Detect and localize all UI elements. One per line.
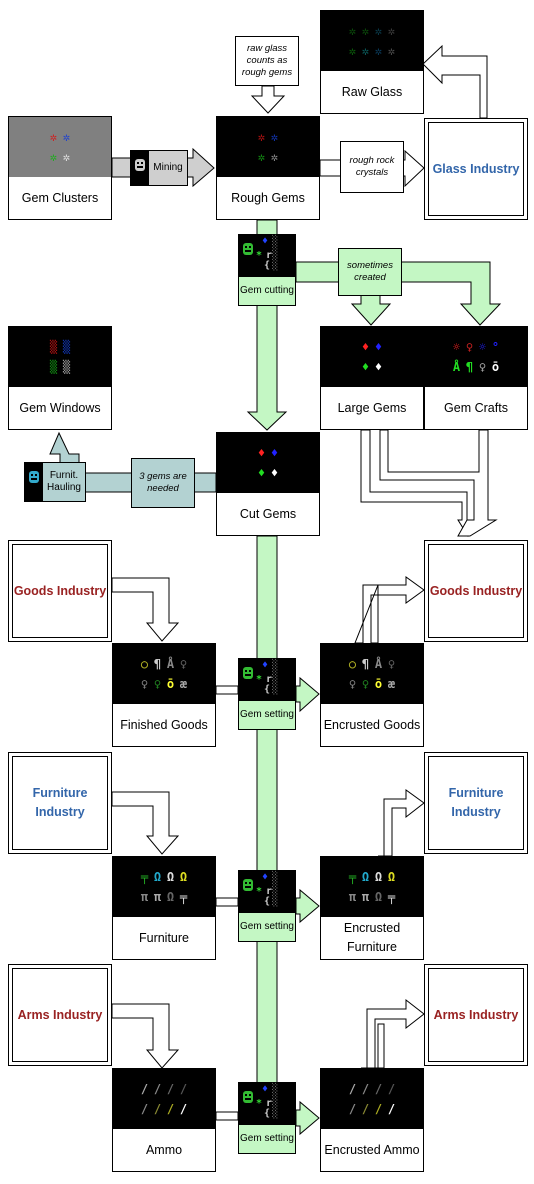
encrusted-ammo-label: Encrusted Ammo [324,1142,420,1157]
arrow-goods-to-finished [111,577,180,642]
trunk-cut-to-ammo [256,535,278,1097]
line-ammo-to-setting [215,1111,239,1121]
industry-arms-target-label: Arms Industry [428,968,524,1062]
industry-furniture-target-label: Furniture Industry [428,756,524,850]
job-gem-setting-goods: Gem setting [238,700,296,730]
note-three-gems: 3 gems are needed [131,458,195,508]
job-gem-setting-ammo: Gem setting [238,1124,296,1154]
job-furnit-hauling: Furnit. Hauling [42,462,86,502]
arrow-raw-glass-note [250,85,286,114]
industry-arms-source: Arms Industry [8,964,112,1066]
node-rough-gems: ✲✲✲✲ Rough Gems [216,116,320,220]
gem-setting-ammo-dwarf-icon: ♦░*r░{░ [238,1082,296,1124]
note-raw-glass: raw glass counts as rough gems [235,36,299,86]
node-encrusted-ammo: //////// Encrusted Ammo [320,1068,424,1172]
job-gem-cutting: Gem cutting [238,276,296,306]
job-gem-setting-furniture: Gem setting [238,912,296,942]
job-mining: Mining [148,150,188,186]
arrow-encrusted-to-goods [354,576,425,644]
hauling-dwarf-icon [24,462,42,502]
industry-furniture-source-label: Furniture Industry [12,756,108,850]
station-gem-setting-furniture: ♦░*r░{░ Gem setting [238,870,296,942]
station-gem-setting-goods: ♦░*r░{░ Gem setting [238,658,296,730]
arrow-encrusted-to-armsind [361,998,425,1069]
encrusted-goods-label: Encrusted Goods [323,717,421,732]
arrow-setting-to-encrusted-ammo [295,1100,320,1136]
node-raw-glass: ✲✲✲✲✲✲✲✲ Raw Glass [320,10,424,114]
gem-crafts-label: Gem Crafts [444,400,508,415]
cut-gems-label: Cut Gems [239,506,297,521]
industry-goods-source-label: Goods Industry [12,544,108,638]
industry-glass: Glass Industry [424,118,528,220]
encrusted-furniture-label: Encrusted Furniture [343,921,401,954]
gem-clusters-label: Gem Clusters [21,190,99,205]
rough-gems-label: Rough Gems [231,190,305,205]
arrow-furnind-to-furniture [111,791,180,855]
industry-goods-target: Goods Industry [424,540,528,642]
line-furniture-to-setting [215,897,239,907]
gem-setting-goods-dwarf-icon: ♦░*r░{░ [238,658,296,700]
line-finished-to-setting [215,685,239,695]
finished-goods-label: Finished Goods [120,717,208,732]
node-cut-gems: ♦♦♦♦ Cut Gems [216,432,320,536]
arrow-setting-to-encrusted-furniture [295,888,320,924]
node-gem-clusters: ✲✲✲✲ Gem Clusters [8,116,112,220]
station-gem-setting-ammo: ♦░*r░{░ Gem setting [238,1082,296,1154]
raw-glass-label: Raw Glass [341,84,403,99]
arrow-crafts-to-goods [360,429,479,537]
arrow-encrusted-to-furnind [378,789,425,857]
node-ammo: //////// Ammo [112,1068,216,1172]
node-large-gems: ♦♦♦♦ Large Gems [320,326,424,430]
arrow-setting-to-encrusted-goods [295,676,320,713]
note-sometimes-created: sometimes created [338,248,402,296]
arrow-armsind-to-ammo [111,1003,180,1069]
gem-windows-label: Gem Windows [19,400,101,415]
industry-furniture-target: Furniture Industry [424,752,528,854]
furniture-label: Furniture [138,930,190,945]
industry-glass-label: Glass Industry [428,122,524,216]
industry-goods-target-label: Goods Industry [428,544,524,638]
industry-arms-source-label: Arms Industry [12,968,108,1062]
arrow-glass-to-raw [422,44,488,119]
industry-goods-source: Goods Industry [8,540,112,642]
node-gem-crafts: ☼♀☼°Å¶♀ō Gem Crafts [424,326,528,430]
note-rough-rock: rough rock crystals [340,141,404,193]
industry-furniture-source: Furniture Industry [8,752,112,854]
large-gems-label: Large Gems [337,400,407,415]
mining-dwarf-icon [130,150,148,186]
station-gem-cutting: ♦░*r░{░ Gem cutting [238,234,296,306]
gem-setting-furniture-dwarf-icon: ♦░*r░{░ [238,870,296,912]
node-gem-windows: ▒▒▒▒ Gem Windows [8,326,112,430]
industry-arms-target: Arms Industry [424,964,528,1066]
gem-cutting-dwarf-icon: ♦░*r░{░ [238,234,296,276]
ammo-label: Ammo [145,1142,183,1157]
line-large-gems-down [379,429,498,537]
